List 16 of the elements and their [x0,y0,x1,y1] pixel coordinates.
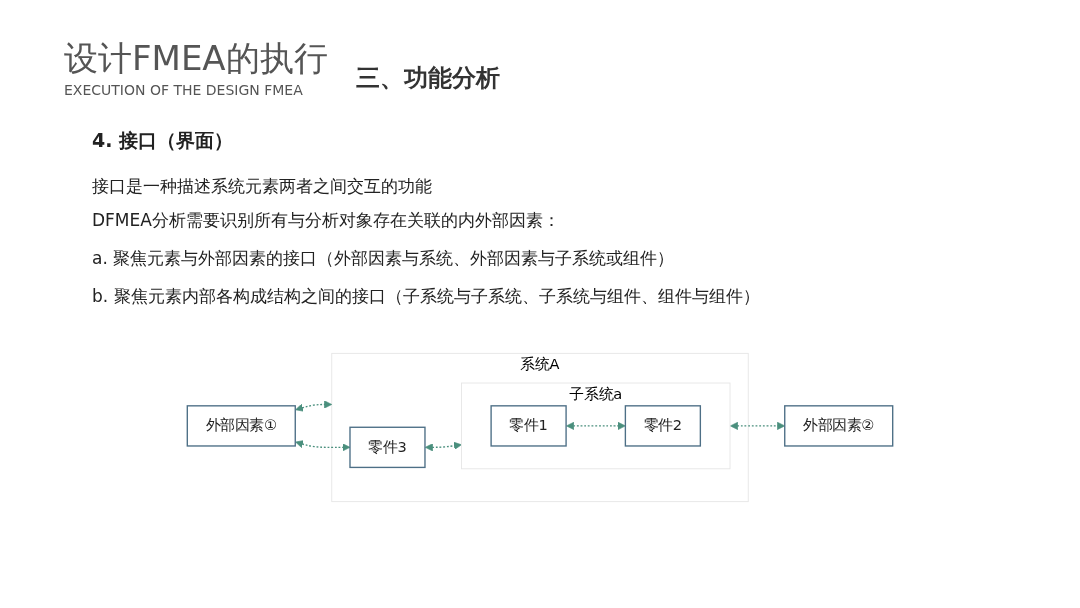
subheading: 4. 接口（界面） [92,128,234,153]
subtitle: EXECUTION OF THE DESIGN FMEA [64,82,303,98]
list-item: b. 聚焦元素内部各构成结构之间的接口（子系统与子系统、子系统与组件、组件与组件） [92,285,760,308]
arrow [424,441,462,452]
node-box: 外部因素① [186,405,296,447]
node-box: 零件3 [349,426,426,469]
node-box: 零件2 [624,405,702,447]
body-text: DFMEA分析需要识别所有与分析对象存在关联的内外部因素： [92,209,560,232]
arrow [566,421,626,430]
body-text: 接口是一种描述系统元素两者之间交互的功能 [92,175,432,198]
title: 设计FMEA的执行 [64,37,328,80]
list-item: a. 聚焦元素与外部因素的接口（外部因素与系统、外部因素与子系统或组件） [92,247,675,270]
node-box: 零件1 [490,405,567,447]
section-heading: 三、功能分析 [356,63,500,94]
node-box: 外部因素② [784,405,894,447]
arrow [295,400,333,412]
